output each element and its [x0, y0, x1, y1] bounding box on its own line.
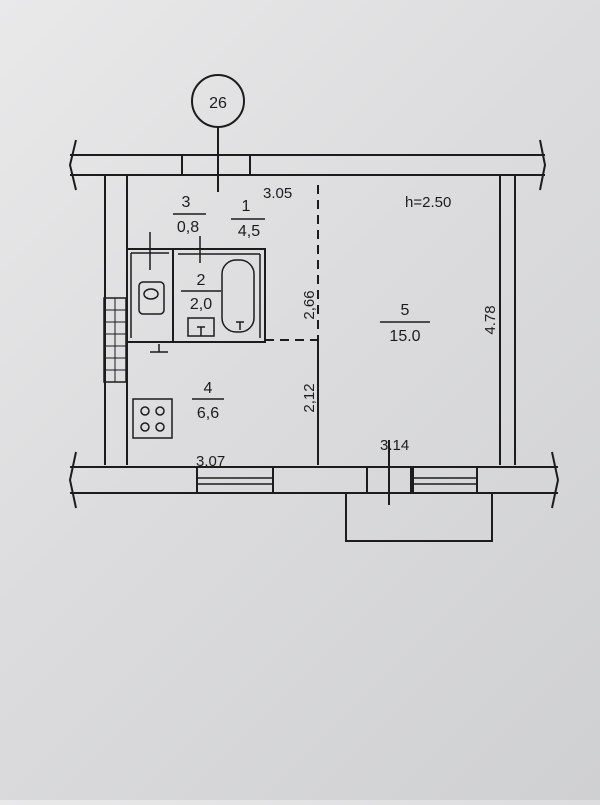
break-mark-bottom-left: [68, 451, 77, 509]
break-mark-top-left: [68, 139, 77, 191]
room-1-area: 4,5: [238, 223, 260, 240]
dim-hall-height: 2,66: [301, 290, 318, 319]
dim-kitchen-height: 2,12: [301, 383, 318, 412]
axis-label: 26: [209, 95, 227, 112]
stove-icon: [132, 398, 173, 439]
height-note: h=2.50: [405, 194, 451, 211]
bathroom: [172, 248, 266, 343]
room-window: [412, 466, 478, 494]
dim-right-height: 4.78: [482, 305, 499, 334]
bathtub-icon: [221, 259, 255, 333]
kitchen-window: [196, 466, 274, 494]
break-mark-bottom-right: [551, 451, 560, 509]
dim-top-left-width: 3.05: [263, 185, 292, 202]
room-4-number: 4: [204, 380, 213, 397]
room-2-number: 2: [197, 272, 206, 289]
room-3-area: 0,8: [177, 219, 199, 236]
room-5-area: 15.0: [389, 328, 420, 345]
room-3-number: 3: [182, 194, 191, 211]
break-mark-top-right: [539, 139, 547, 191]
top-window: [181, 154, 251, 176]
room-1-number: 1: [242, 198, 251, 215]
room-5-number: 5: [401, 302, 410, 319]
room-4-area: 6,6: [197, 405, 219, 422]
room-2-area: 2,0: [190, 296, 212, 313]
dim-bottom-right-width: 3.14: [380, 437, 409, 454]
balcony: [345, 493, 493, 542]
toilet-icon: [138, 281, 165, 315]
dim-bottom-left-width: 3.07: [196, 453, 225, 470]
